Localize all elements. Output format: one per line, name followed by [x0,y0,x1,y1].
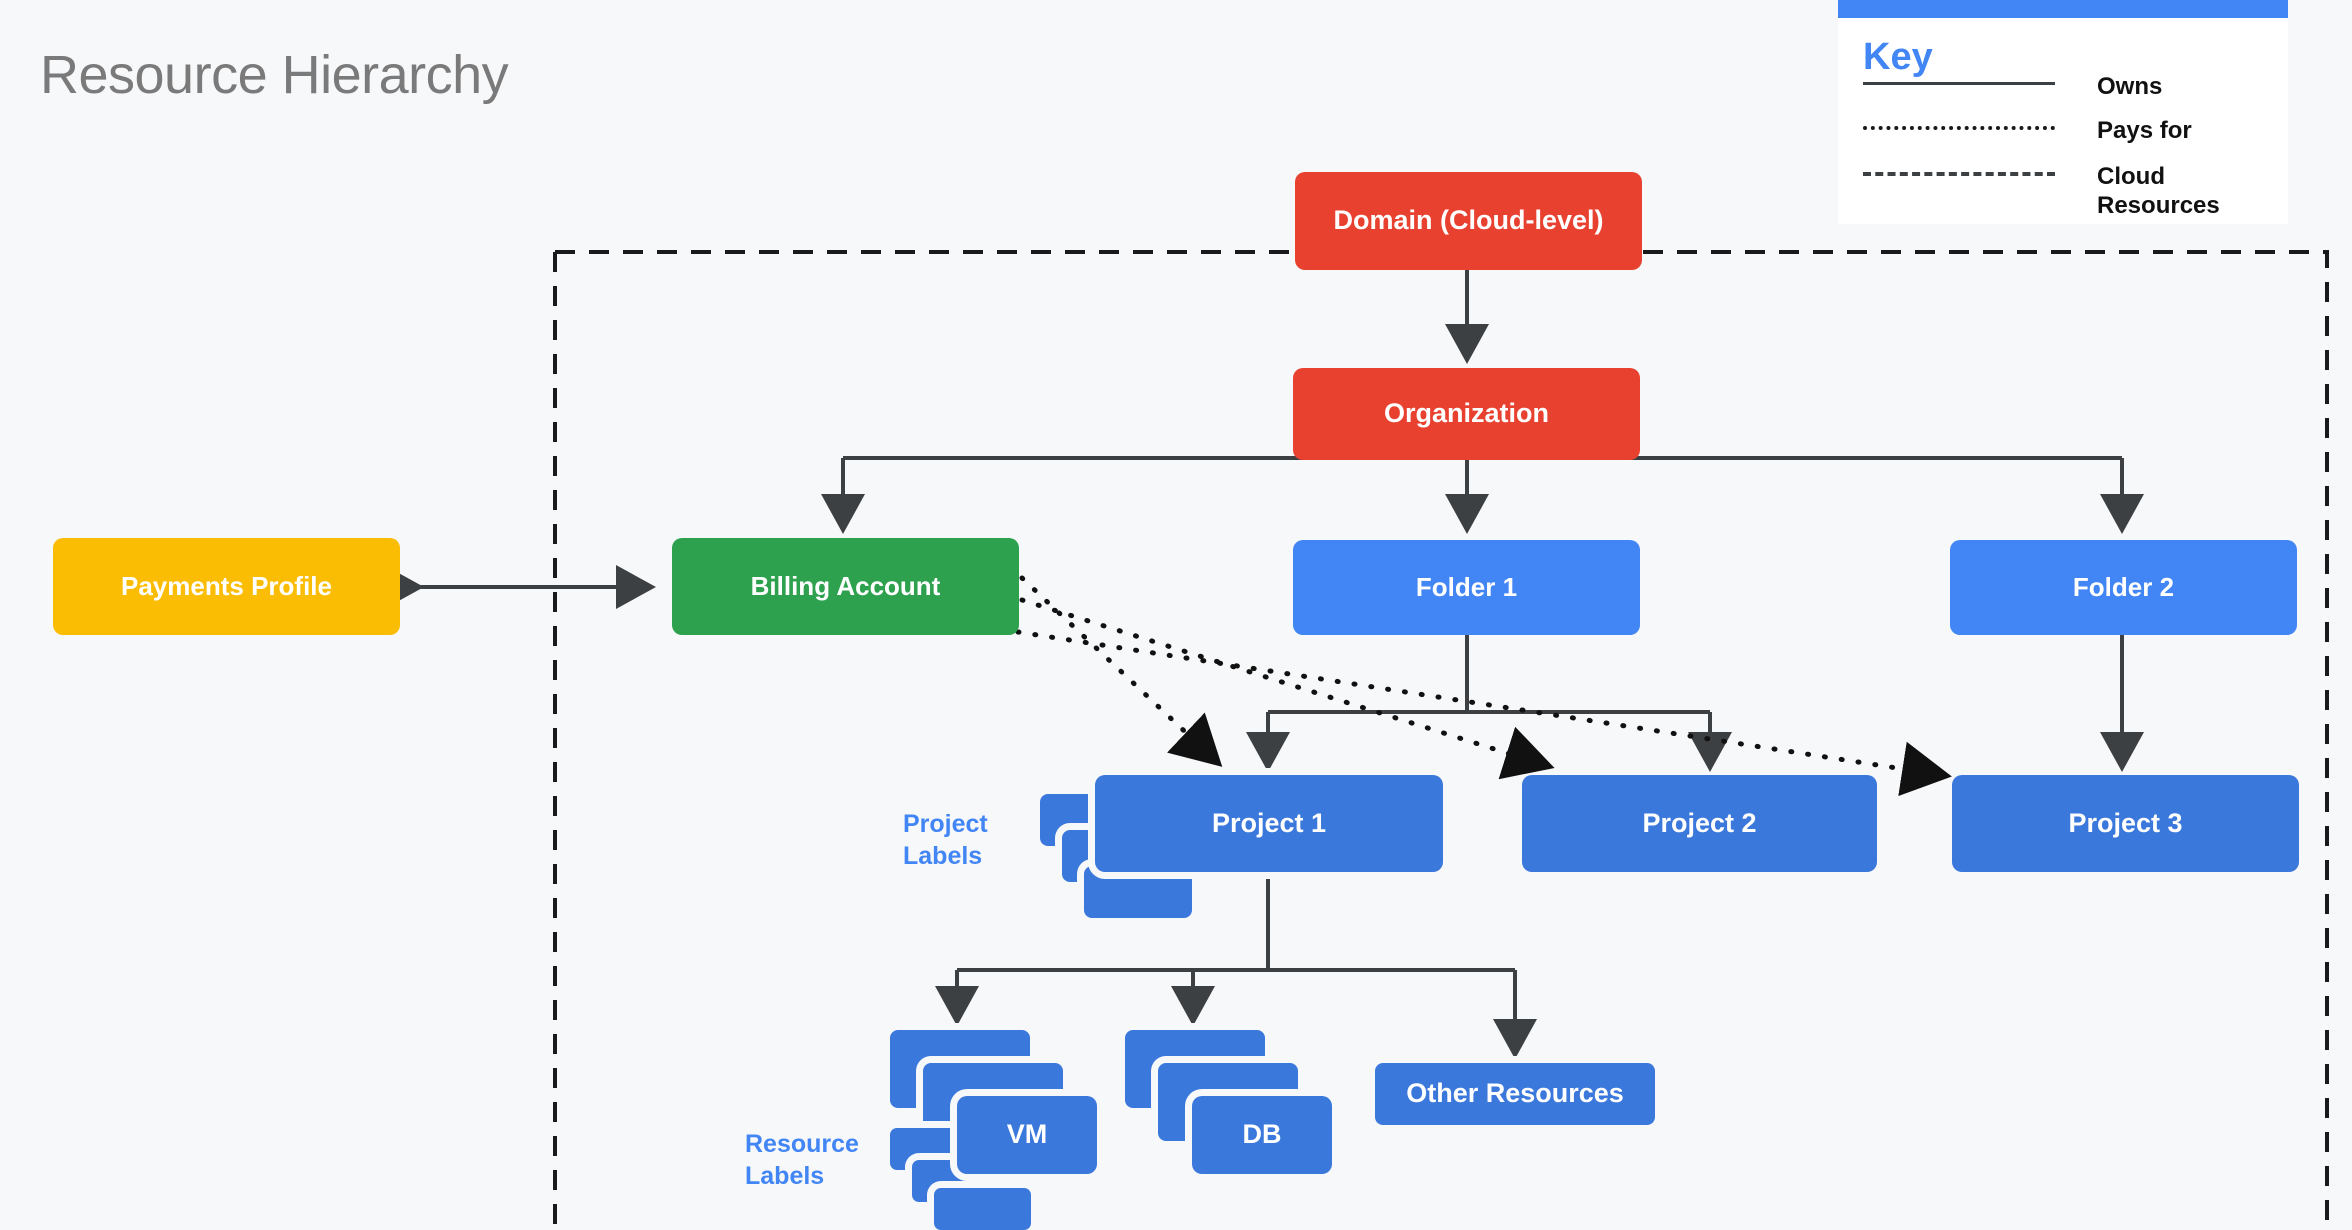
key-label-cloud-resources: Cloud Resources [2097,163,2220,220]
node-organization[interactable]: Organization [1293,368,1640,460]
node-organization-label: Organization [1383,398,1549,429]
key-line-solid-icon [1863,72,2055,94]
resource-labels-caption: Resource Labels [745,1130,859,1190]
node-payments-profile[interactable]: Payments Profile [53,538,400,635]
key-title: Key [1863,36,1933,78]
key-accent-bar [1838,0,2288,18]
page-title: Resource Hierarchy [40,45,509,105]
edge-project1-resources [935,872,1537,1059]
node-project-1[interactable]: Project 1 [1095,775,1443,872]
project-labels-caption: Project Labels [903,810,988,870]
node-project-2[interactable]: Project 2 [1522,775,1877,872]
project-label-chip-3 [1084,866,1192,918]
node-folder-2-label: Folder 2 [2072,572,2175,603]
node-payments-profile-label: Payments Profile [121,571,332,602]
node-folder-1[interactable]: Folder 1 [1293,540,1640,635]
node-db-label: DB [1242,1119,1282,1150]
key-row-pays-for: Pays for [1863,116,2192,145]
node-db[interactable]: DB [1192,1096,1332,1174]
key-row-cloud-resources: Cloud Resources [1863,162,2220,221]
node-folder-2[interactable]: Folder 2 [1950,540,2297,635]
key-panel: Key Owns Pays for Cloud Resources [1838,0,2288,224]
key-line-dashed-icon [1863,162,2055,184]
key-line-dotted-icon [1863,116,2055,138]
edge-organization-children [821,456,2144,534]
key-label-owns: Owns [2097,73,2163,100]
edge-folder1-projects [1246,635,1732,772]
node-project-3-label: Project 3 [2068,807,2183,838]
node-billing-account[interactable]: Billing Account [672,538,1019,635]
node-other-resources-label: Other Resources [1406,1078,1624,1109]
node-domain[interactable]: Domain (Cloud-level) [1295,172,1642,270]
key-label-pays-for: Pays for [2097,117,2192,144]
node-project-1-label: Project 1 [1211,807,1327,838]
node-other-resources[interactable]: Other Resources [1375,1063,1655,1125]
node-vm-label: VM [1006,1119,1048,1150]
node-vm[interactable]: VM [957,1096,1097,1174]
resource-label-chip-3 [934,1188,1031,1230]
node-billing-account-label: Billing Account [750,571,941,602]
node-folder-1-label: Folder 1 [1415,572,1518,603]
node-project-2-label: Project 2 [1642,807,1757,838]
node-project-3[interactable]: Project 3 [1952,775,2299,872]
key-row-owns: Owns [1863,72,2162,101]
node-domain-label: Domain (Cloud-level) [1333,205,1604,236]
